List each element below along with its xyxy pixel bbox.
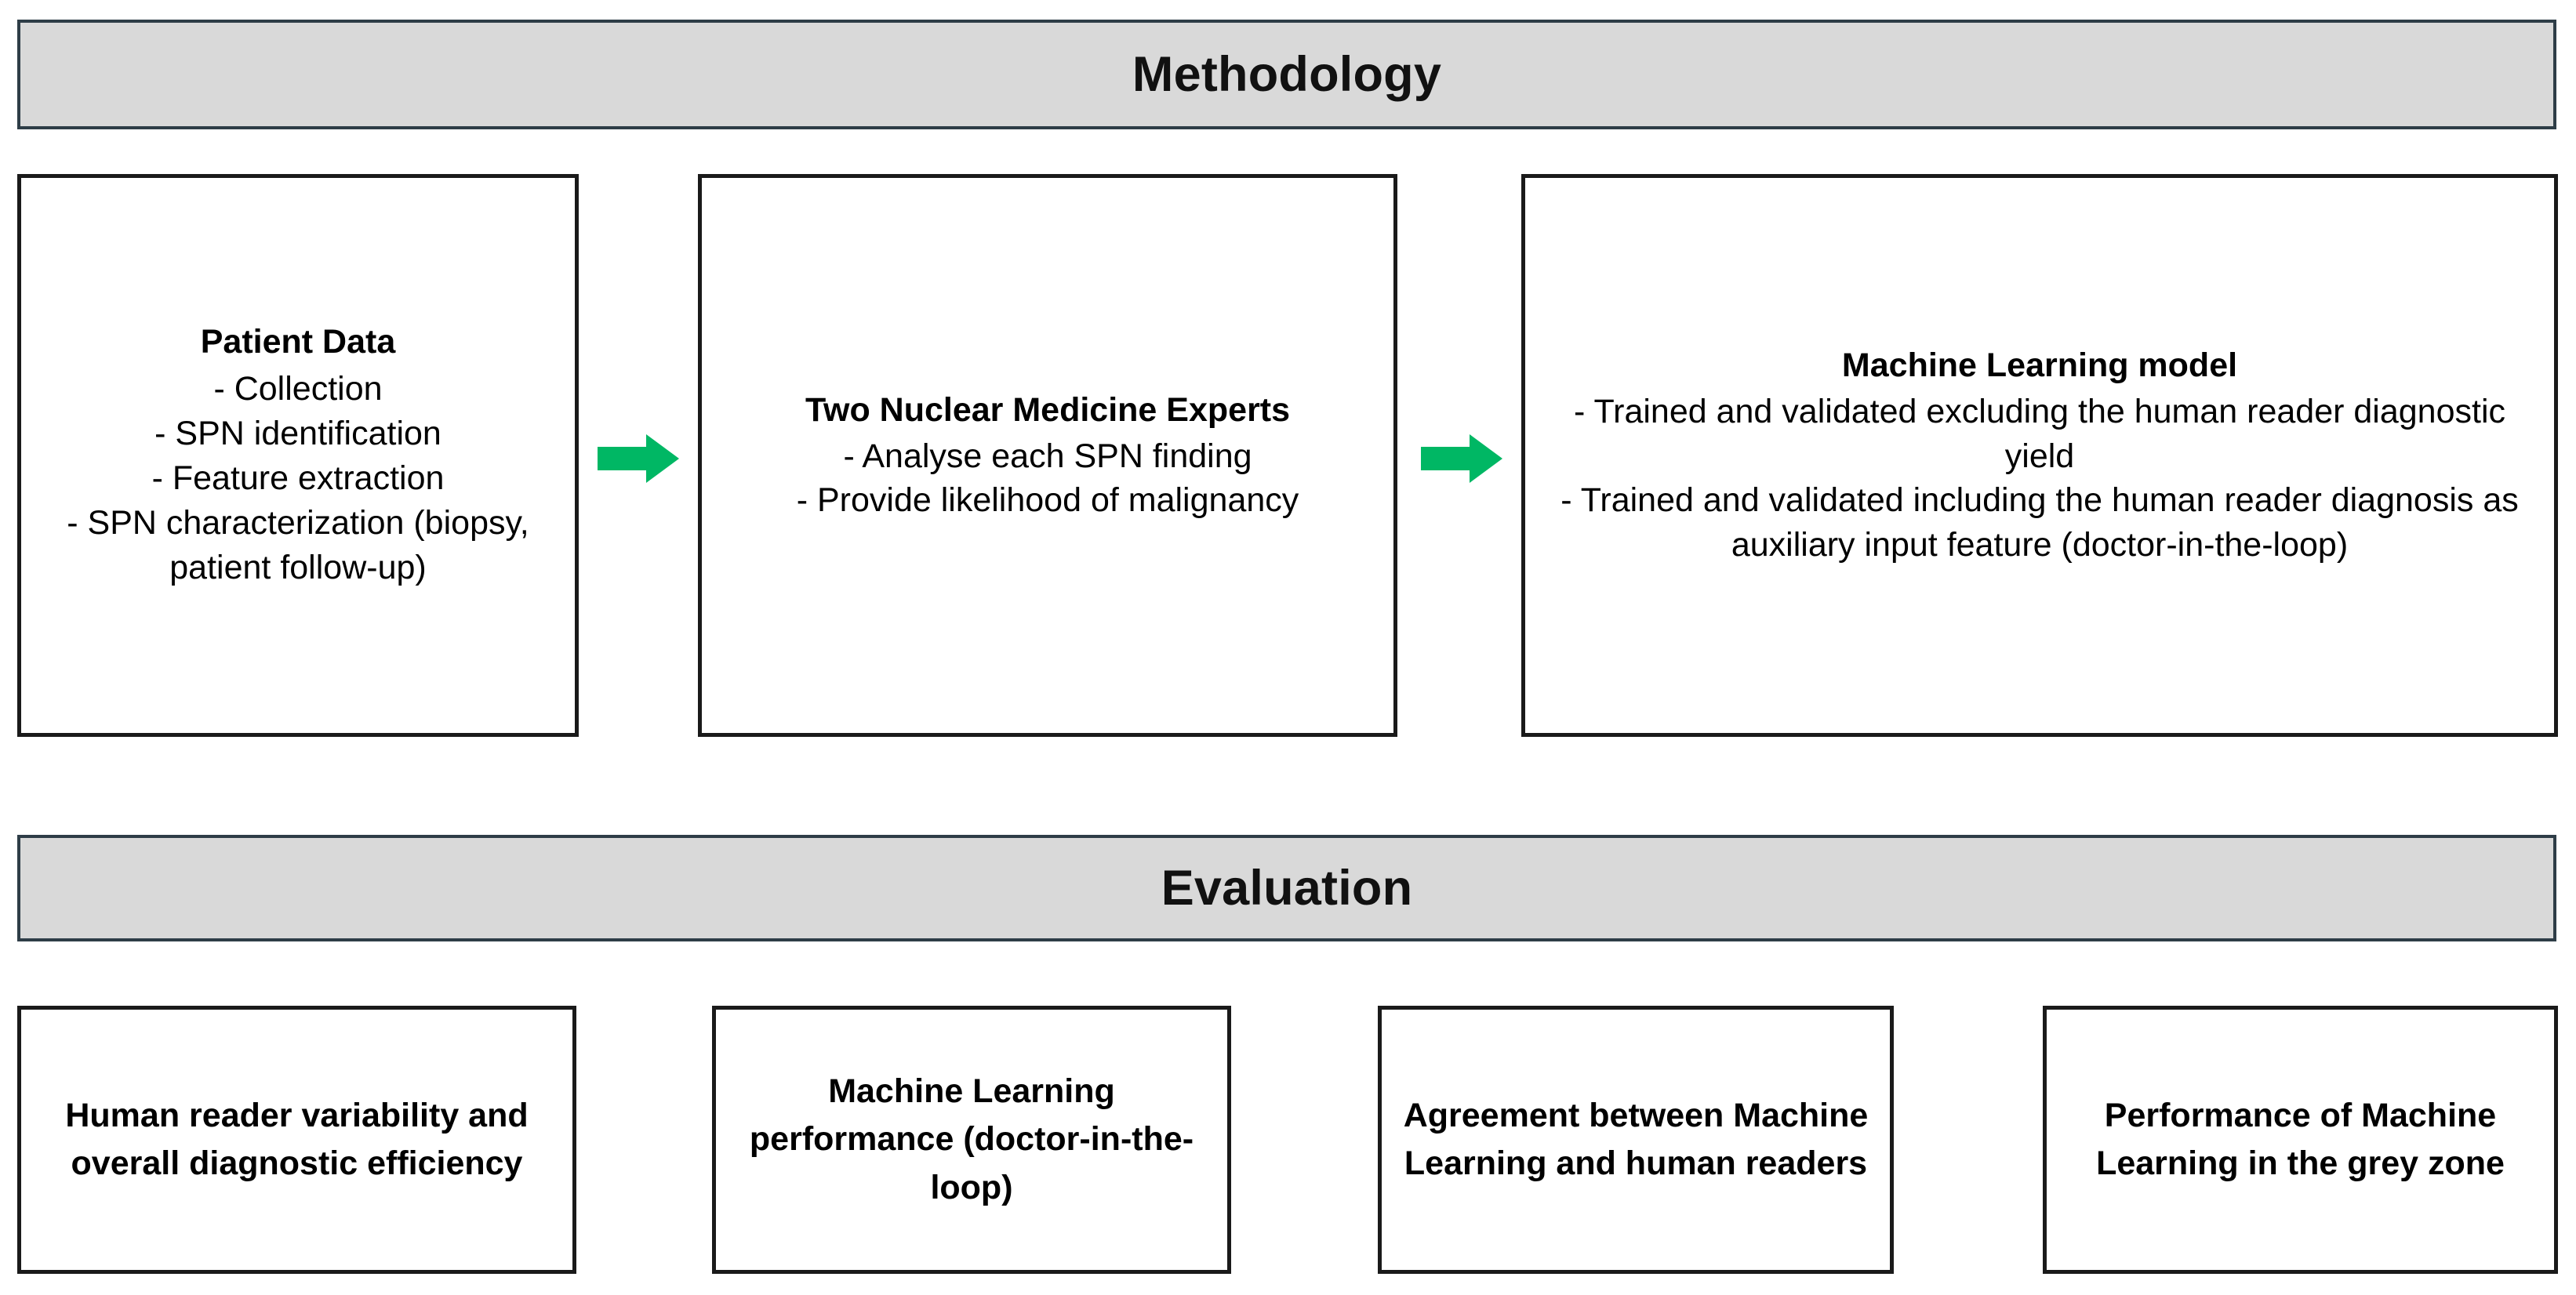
process-bullet-list: - Collection - SPN identification - Feat… (32, 367, 564, 591)
process-bullet: - SPN characterization (biopsy, patient … (67, 504, 529, 587)
process-box-heading: Patient Data (200, 323, 396, 361)
process-bullet: - Collection (213, 369, 383, 408)
evaluation-box-ml-performance: Machine Learning performance (doctor-in-… (712, 1006, 1231, 1274)
evaluation-box-agreement-ml-human: Agreement between Machine Learning and h… (1378, 1006, 1894, 1274)
arrow-experts-to-ml-model-icon (1421, 434, 1502, 483)
process-box-nuclear-experts: Two Nuclear Medicine Experts - Analyse e… (698, 174, 1397, 737)
process-box-machine-learning-model: Machine Learning model - Trained and val… (1521, 174, 2558, 737)
evaluation-box-human-reader-variability: Human reader variability and overall dia… (17, 1006, 576, 1274)
evaluation-box-label: Machine Learning performance (doctor-in-… (749, 1072, 1194, 1206)
process-box-heading: Machine Learning model (1841, 346, 2238, 385)
process-bullet: - Analyse each SPN finding (843, 437, 1252, 475)
methodology-title: Methodology (1132, 46, 1442, 102)
process-bullet: - Trained and validated including the hu… (1560, 481, 2519, 564)
process-bullet-list: - Trained and validated excluding the hu… (1536, 390, 2543, 568)
arrow-patient-data-to-experts-icon (598, 434, 679, 483)
process-bullet-list: - Analyse each SPN finding - Provide lik… (713, 434, 1382, 524)
evaluation-box-grey-zone-performance: Performance of Machine Learning in the g… (2043, 1006, 2558, 1274)
process-box-heading: Two Nuclear Medicine Experts (805, 390, 1291, 429)
process-bullet: - Trained and validated excluding the hu… (1573, 392, 2506, 475)
evaluation-box-label: Human reader variability and overall dia… (65, 1096, 529, 1182)
evaluation-box-label: Performance of Machine Learning in the g… (2096, 1096, 2505, 1182)
process-box-patient-data: Patient Data - Collection - SPN identifi… (17, 174, 579, 737)
process-bullet: - Provide likelihood of malignancy (796, 481, 1299, 520)
evaluation-title: Evaluation (1161, 860, 1413, 916)
evaluation-section-banner: Evaluation (17, 835, 2556, 941)
methodology-section-banner: Methodology (17, 20, 2556, 129)
process-bullet: - SPN identification (154, 414, 441, 452)
process-bullet: - Feature extraction (151, 459, 445, 497)
evaluation-box-label: Agreement between Machine Learning and h… (1403, 1096, 1869, 1182)
